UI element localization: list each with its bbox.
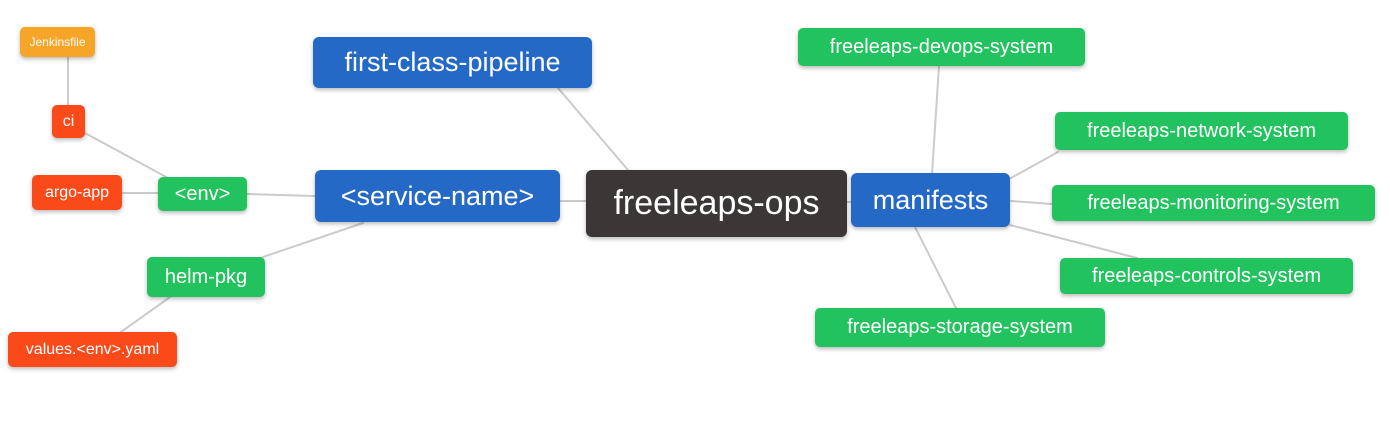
edge-manifests--freeleaps-monitoring-system: [1010, 200, 1053, 205]
node-freeleaps-ops[interactable]: freeleaps-ops: [586, 170, 847, 237]
node-env[interactable]: <env>: [158, 177, 247, 211]
edge-helm-pkg--values-env-yaml: [120, 296, 171, 333]
node-freeleaps-controls-system[interactable]: freeleaps-controls-system: [1060, 258, 1353, 294]
edge-manifests--freeleaps-storage-system: [914, 226, 957, 309]
edge-service-name--helm-pkg: [262, 222, 364, 258]
node-freeleaps-monitoring-system[interactable]: freeleaps-monitoring-system: [1052, 185, 1375, 221]
node-values-env-yaml[interactable]: values.<env>.yaml: [8, 332, 177, 367]
edge-manifests--freeleaps-network-system: [1010, 151, 1059, 179]
edge-first-class-pipeline--freeleaps-ops: [557, 87, 629, 171]
edge-manifests--freeleaps-devops-system: [931, 65, 940, 175]
node-freeleaps-storage-system[interactable]: freeleaps-storage-system: [815, 308, 1105, 347]
node-argo-app[interactable]: argo-app: [32, 175, 122, 210]
node-service-name[interactable]: <service-name>: [315, 170, 560, 222]
node-ci[interactable]: ci: [52, 105, 85, 138]
node-freeleaps-devops-system[interactable]: freeleaps-devops-system: [798, 28, 1085, 66]
node-first-class-pipeline[interactable]: first-class-pipeline: [313, 37, 592, 88]
edge-env--service-name: [246, 193, 316, 197]
node-manifests[interactable]: manifests: [851, 173, 1010, 227]
node-jenkinsfile[interactable]: Jenkinsfile: [20, 27, 95, 57]
node-freeleaps-network-system[interactable]: freeleaps-network-system: [1055, 112, 1348, 150]
edge-ci--env: [84, 132, 169, 179]
node-helm-pkg[interactable]: helm-pkg: [147, 257, 265, 297]
edge-manifests--freeleaps-controls-system: [1009, 224, 1138, 259]
